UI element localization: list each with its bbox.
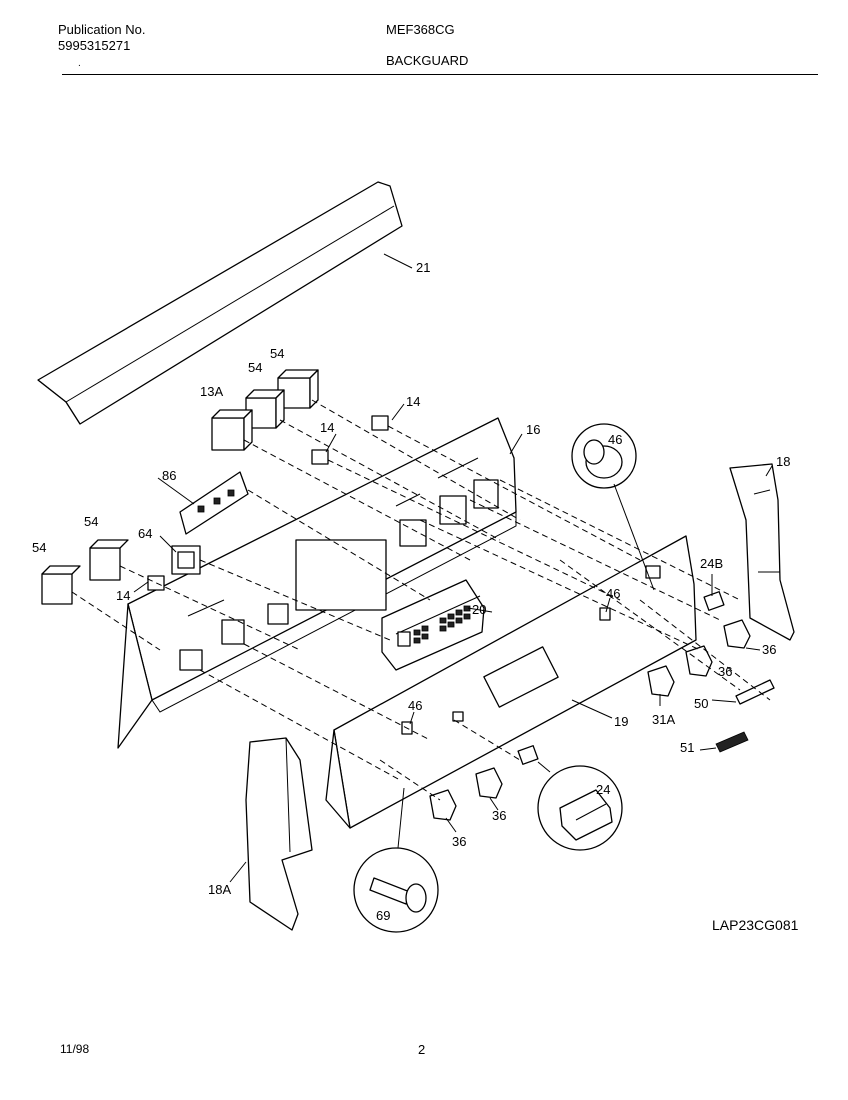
callout-36b: 36 [718, 664, 732, 679]
part-21-top-trim [37, 181, 403, 425]
part-31a-knob [647, 665, 675, 697]
callout-46b: 46 [606, 586, 620, 601]
callout-16: 16 [526, 422, 540, 437]
part-14-connector-b [311, 449, 329, 465]
header-rule [62, 74, 818, 75]
callout-18: 18 [776, 454, 790, 469]
part-36-knob-c [475, 767, 503, 799]
part-18a-left-end-cap [245, 737, 313, 931]
part-20-control-module [381, 579, 485, 671]
callout-14c: 14 [116, 588, 130, 603]
part-24-rocker-small [517, 745, 539, 765]
callout-21: 21 [416, 260, 430, 275]
part-54-switch-left-upper [89, 539, 129, 581]
callout-50: 50 [694, 696, 708, 711]
callout-19: 19 [614, 714, 628, 729]
callout-14a: 14 [406, 394, 420, 409]
part-36-knob-d [429, 789, 457, 821]
drawing-code: LAP23CG081 [712, 917, 799, 933]
callout-86: 86 [162, 468, 176, 483]
part-64-indicator-light [171, 545, 201, 575]
callout-46a: 46 [608, 432, 622, 447]
callout-36d: 36 [492, 808, 506, 823]
callout-54c: 54 [84, 514, 98, 529]
callout-20: 20 [472, 602, 486, 617]
part-14-connector-a [371, 415, 389, 431]
callout-69: 69 [376, 908, 390, 923]
footer-page-number: 2 [418, 1042, 426, 1057]
callout-36c: 36 [452, 834, 466, 849]
part-36-knob-a [723, 619, 751, 649]
leader-lines [133, 253, 773, 883]
part-24b-switch [703, 591, 725, 611]
footer-date: 11/98 [60, 1042, 90, 1056]
callout-24b: 24B [700, 556, 723, 571]
detail-46-bulb [571, 423, 637, 489]
callout-54b: 54 [248, 360, 262, 375]
part-86-terminal-board [179, 471, 249, 535]
callout-46c: 46 [408, 698, 422, 713]
header-dot: . [78, 58, 81, 69]
part-13a-switch [211, 409, 253, 451]
callout-18a: 18A [208, 882, 231, 897]
callout-51: 51 [680, 740, 694, 755]
assembly-lines [71, 399, 771, 801]
callout-14b: 14 [320, 420, 334, 435]
part-51-spring [715, 731, 749, 753]
publication-label: Publication No. [58, 22, 146, 37]
callout-36a: 36 [762, 642, 776, 657]
part-50-lens [735, 679, 775, 705]
publication-number: 5995315271 [58, 38, 131, 53]
callout-54d: 54 [32, 540, 46, 555]
callout-64: 64 [138, 526, 152, 541]
part-46-grommet-right [599, 607, 611, 621]
part-16-upper-panel [117, 417, 517, 749]
section-title: BACKGUARD [386, 53, 469, 68]
part-14-connector-c [147, 575, 165, 591]
callout-24: 24 [596, 782, 610, 797]
part-54-switch-left-lower [41, 565, 81, 605]
callout-54a: 54 [270, 346, 284, 361]
model-number: MEF368CG [386, 22, 455, 37]
callout-31a: 31A [652, 712, 675, 727]
detail-24-rocker-switch [537, 765, 623, 851]
callout-13a: 13A [200, 384, 223, 399]
detail-69-screw [353, 847, 439, 933]
part-18-right-end-cap [729, 463, 795, 641]
